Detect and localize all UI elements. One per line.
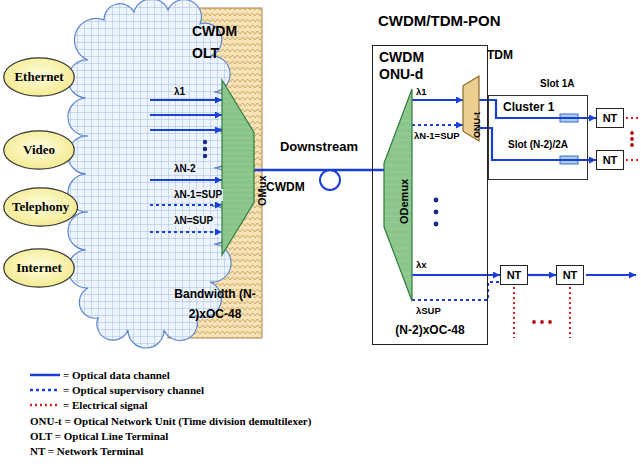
wavelength-label: λN-1=SUP	[173, 189, 223, 201]
wavelength-label: λN=SUP	[173, 215, 214, 227]
node-text: CWDM ONU-d	[379, 49, 431, 83]
abbreviation-note: ONU-t = Optical Network Unit (Time divis…	[30, 415, 311, 428]
node-text: ODemux	[398, 172, 410, 224]
slot-label: Slot (N-2)/2A	[508, 139, 568, 151]
node-text: Video	[23, 142, 55, 158]
link-type-label: CWDM	[266, 180, 305, 194]
legend-sample	[30, 386, 60, 394]
service-ellipse: Ethernet	[3, 57, 75, 97]
data-channel	[412, 99, 463, 101]
onu-t-trapezoid: ONU-t	[463, 76, 479, 141]
node-text: Ethernet	[14, 69, 63, 85]
service-ellipse: Video	[3, 130, 75, 170]
node-text: NT	[563, 269, 578, 281]
legend-row: = Optical data channel	[30, 368, 170, 382]
wavelength-label: λN-1=SUP	[414, 130, 460, 142]
wavelength-arrows	[150, 100, 222, 232]
output-arrow	[586, 275, 636, 276]
node-text: Internet	[16, 260, 62, 276]
data-channel	[528, 274, 556, 276]
legend-sample	[30, 371, 60, 379]
wavelength-label: λ1	[173, 86, 186, 98]
data-channel	[254, 169, 384, 172]
network-terminal: NT	[500, 265, 528, 285]
data-channel	[479, 128, 596, 160]
fiber-coil	[320, 170, 340, 190]
network-terminal: NT	[596, 108, 624, 128]
network-terminal: NT	[556, 265, 584, 285]
legend-sample	[30, 401, 60, 409]
node-text: OMux	[256, 154, 268, 206]
electrical-signal	[514, 118, 641, 338]
cluster-box: Cluster 1	[488, 95, 588, 180]
service-ellipse: Internet	[3, 248, 75, 288]
legend-text: = Optical supervisory channel	[63, 384, 204, 396]
node-text: NT	[507, 269, 522, 281]
legend-text: = Electrical signal	[63, 399, 147, 411]
trapezoid-shape	[222, 80, 254, 255]
node-text: Telephony	[12, 199, 69, 215]
odemux-trapezoid: ODemux	[384, 89, 412, 301]
section-label: TDM	[487, 48, 513, 62]
node-text: Bandwidth (N-2)xOC-48	[170, 284, 260, 324]
network-terminal: NT	[596, 150, 624, 170]
onu-d-box: CWDM ONU-d (N-2)xOC-48 ODemux ONU-t	[372, 45, 488, 345]
node-text: CWDM OLT	[192, 20, 244, 64]
wavelength-label: λN-2	[173, 163, 197, 175]
legend-row: = Optical supervisory channel	[30, 383, 204, 397]
node-text: NT	[603, 154, 618, 166]
slot-label: Slot 1A	[540, 78, 574, 90]
legend-row: = Electrical signal	[30, 398, 147, 412]
node-text: ONU-t	[472, 86, 482, 138]
diagram-title: CWDM/TDM-PON	[378, 12, 500, 29]
supervisory-channel	[412, 282, 500, 300]
legend-text: = Optical data channel	[63, 369, 170, 381]
wavelength-label: λ1	[416, 86, 427, 98]
abbreviation-note: NT = Network Terminal	[30, 445, 143, 458]
abbreviation-note: OLT = Optical Line Terminal	[30, 430, 168, 443]
supervisory-channel	[412, 124, 463, 126]
node-text: (N-2)xOC-48	[373, 323, 487, 337]
node-text: NT	[603, 112, 618, 124]
edge-label: Downstream	[280, 139, 358, 154]
wavelength-label: λx	[416, 259, 427, 271]
node-text: Cluster 1	[489, 96, 554, 114]
data-channel	[412, 274, 500, 276]
wavelength-label: λSUP	[416, 305, 441, 317]
omux-trapezoid: OMux	[222, 80, 254, 255]
service-ellipse: Telephony	[3, 187, 78, 227]
